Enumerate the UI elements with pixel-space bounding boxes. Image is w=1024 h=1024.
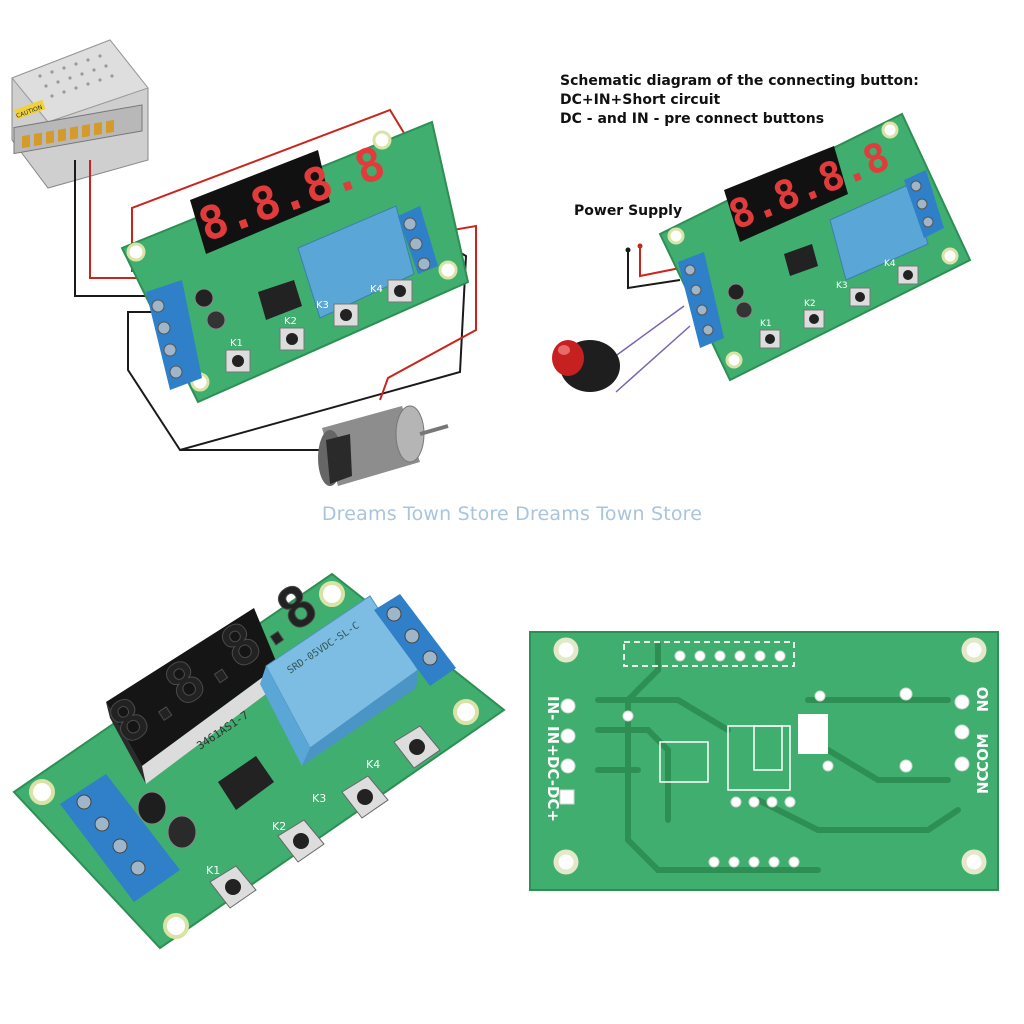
dc-motor-icon: [318, 405, 449, 486]
button-k3: [333, 303, 359, 327]
button-k2: [279, 327, 305, 351]
relay-module-board-2: 8.8.8.8 K1 K2 K3 K4: [658, 112, 972, 382]
key-label-k3-c: K3: [312, 792, 326, 805]
key-label-k2: K2: [284, 316, 297, 327]
key-label-k3: K3: [316, 300, 329, 311]
button-k2-c: [277, 819, 325, 863]
key-label-k3-b: K3: [836, 281, 848, 291]
store-watermark: Dreams Town Store Dreams Town Store: [321, 503, 703, 525]
push-button-icon: [552, 340, 620, 392]
key-label-k4: K4: [370, 284, 383, 295]
relay-component: SRD-05VDC-SL-C: [260, 595, 419, 766]
relay-module-board: 8.8.8.8 K1 K2 K3 K4: [120, 120, 470, 404]
bottom-left-board-photo: 8.8.8.8 3461AS1-7 SRD-05VDC-SL-C K1 K2 K…: [12, 571, 506, 950]
key-label-k1-b: K1: [760, 319, 772, 329]
key-label-k1-c: K1: [206, 864, 220, 877]
bottom-right-board-underside: IN- IN+ DC- DC+ NO COM NC: [529, 631, 999, 891]
top-right-wiring-scene: 8.8.8.8 K1 K2 K3 K4: [552, 112, 972, 393]
key-label-k2-c: K2: [272, 820, 286, 833]
button-k4: [387, 279, 413, 303]
pin-label-in-plus: IN+: [544, 726, 562, 757]
key-label-k4-c: K4: [366, 758, 380, 771]
caption-line-1: Schematic diagram of the connecting butt…: [560, 73, 919, 89]
pin-label-dc-plus: DC+: [544, 786, 562, 822]
power-supply-label: Power Supply: [574, 203, 683, 219]
caption-line-3: DC - and IN - pre connect buttons: [560, 111, 825, 127]
button-k4-c: [393, 725, 441, 769]
top-left-wiring-scene: CAUTION 8.8.8.8: [11, 39, 477, 486]
key-label-k2-b: K2: [804, 299, 816, 309]
pin-label-nc: NC: [974, 770, 992, 794]
key-label-k4-b: K4: [884, 259, 896, 269]
button-k1-c: [209, 865, 257, 909]
pin-label-dc-minus: DC-: [544, 756, 562, 786]
button-k3-c: [341, 775, 389, 819]
key-label-k1: K1: [230, 338, 243, 349]
connection-caption: Schematic diagram of the connecting butt…: [560, 72, 1000, 129]
power-supply-unit-icon: CAUTION: [11, 39, 149, 189]
caption-line-2: DC+IN+Short circuit: [560, 92, 721, 108]
pin-label-com: COM: [974, 733, 992, 772]
pin-label-in-minus: IN-: [544, 696, 562, 720]
pin-label-no: NO: [974, 687, 992, 712]
button-k1: [225, 349, 251, 373]
